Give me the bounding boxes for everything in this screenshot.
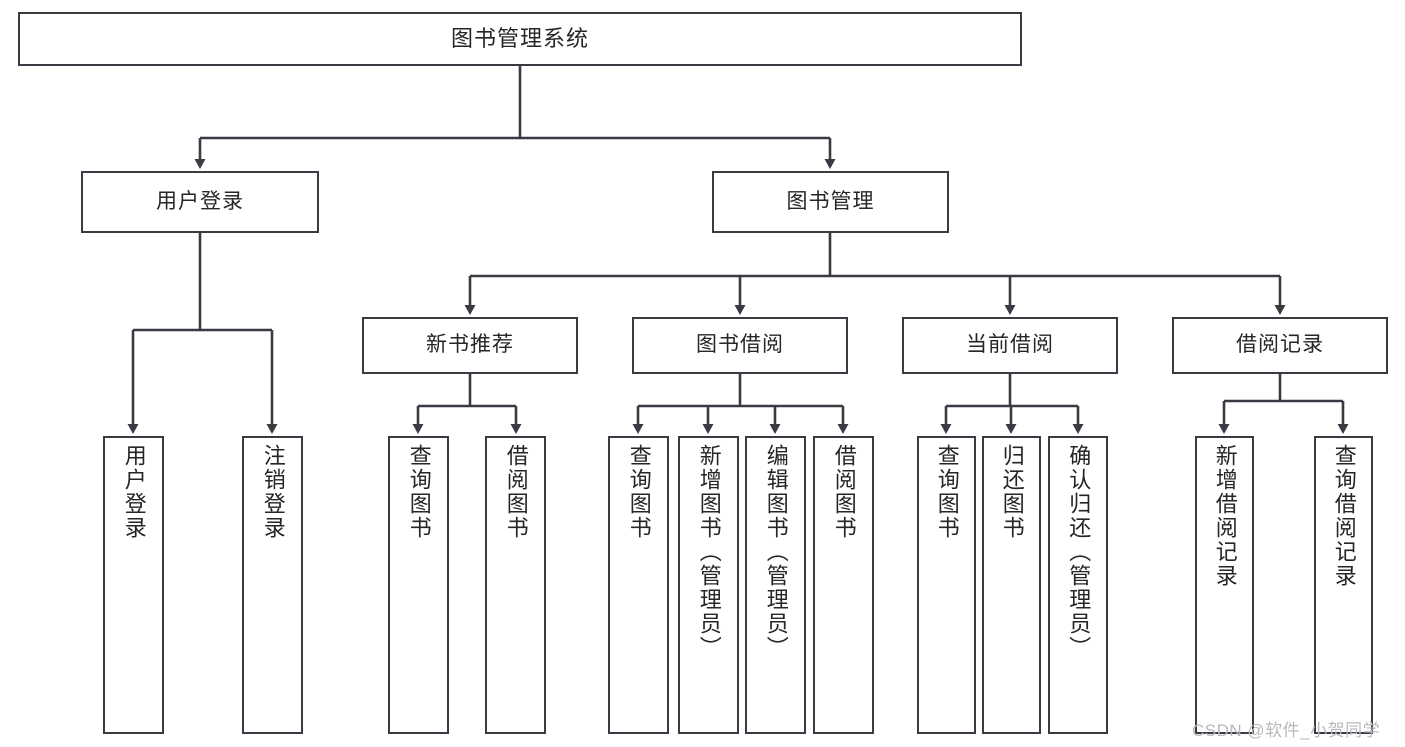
node-label: 归还图书 — [999, 444, 1025, 540]
node-leaf-borrow-book-2[interactable]: 借阅图书 — [813, 436, 874, 734]
node-leaf-logout[interactable]: 注销登录 — [242, 436, 303, 734]
node-label: 用户登录 — [121, 444, 147, 540]
node-current-borrow[interactable]: 当前借阅 — [902, 317, 1118, 374]
node-label: 图书管理 — [786, 189, 875, 213]
node-leaf-query-record[interactable]: 查询借阅记录 — [1314, 436, 1373, 734]
node-label: 图书管理系统 — [450, 26, 589, 52]
node-book-borrow[interactable]: 图书借阅 — [632, 317, 848, 374]
node-label: 新增图书（管理员） — [696, 444, 722, 660]
node-leaf-borrow-book-1[interactable]: 借阅图书 — [485, 436, 546, 734]
node-label: 查询图书 — [626, 444, 652, 540]
node-root-system[interactable]: 图书管理系统 — [18, 12, 1022, 66]
node-leaf-add-book[interactable]: 新增图书（管理员） — [678, 436, 739, 734]
node-leaf-edit-book[interactable]: 编辑图书（管理员） — [745, 436, 806, 734]
node-label: 借阅记录 — [1236, 333, 1324, 357]
node-borrow-record[interactable]: 借阅记录 — [1172, 317, 1388, 374]
node-leaf-confirm-return[interactable]: 确认归还（管理员） — [1048, 436, 1108, 734]
node-label: 注销登录 — [260, 444, 286, 540]
node-label: 确认归还（管理员） — [1066, 444, 1092, 660]
node-label: 编辑图书（管理员） — [763, 444, 789, 660]
node-leaf-return-book[interactable]: 归还图书 — [982, 436, 1041, 734]
node-label: 查询图书 — [406, 444, 432, 540]
node-label: 当前借阅 — [966, 333, 1054, 357]
node-new-book-rec[interactable]: 新书推荐 — [362, 317, 578, 374]
node-leaf-query-book-3[interactable]: 查询图书 — [917, 436, 976, 734]
node-label: 用户登录 — [156, 189, 244, 213]
csdn-watermark: CSDN @软件_小贺同学 — [1192, 721, 1381, 740]
node-leaf-add-record[interactable]: 新增借阅记录 — [1195, 436, 1254, 734]
node-label: 借阅图书 — [831, 444, 857, 540]
node-label: 借阅图书 — [503, 444, 529, 540]
node-book-manage[interactable]: 图书管理 — [712, 171, 949, 233]
node-leaf-query-book-1[interactable]: 查询图书 — [388, 436, 449, 734]
node-label: 新增借阅记录 — [1212, 444, 1238, 588]
node-label: 图书借阅 — [696, 333, 784, 357]
node-label: 新书推荐 — [426, 333, 514, 357]
node-user-login[interactable]: 用户登录 — [81, 171, 319, 233]
node-label: 查询借阅记录 — [1331, 444, 1357, 588]
node-label: 查询图书 — [934, 444, 960, 540]
node-leaf-user-login[interactable]: 用户登录 — [103, 436, 164, 734]
node-leaf-query-book-2[interactable]: 查询图书 — [608, 436, 669, 734]
